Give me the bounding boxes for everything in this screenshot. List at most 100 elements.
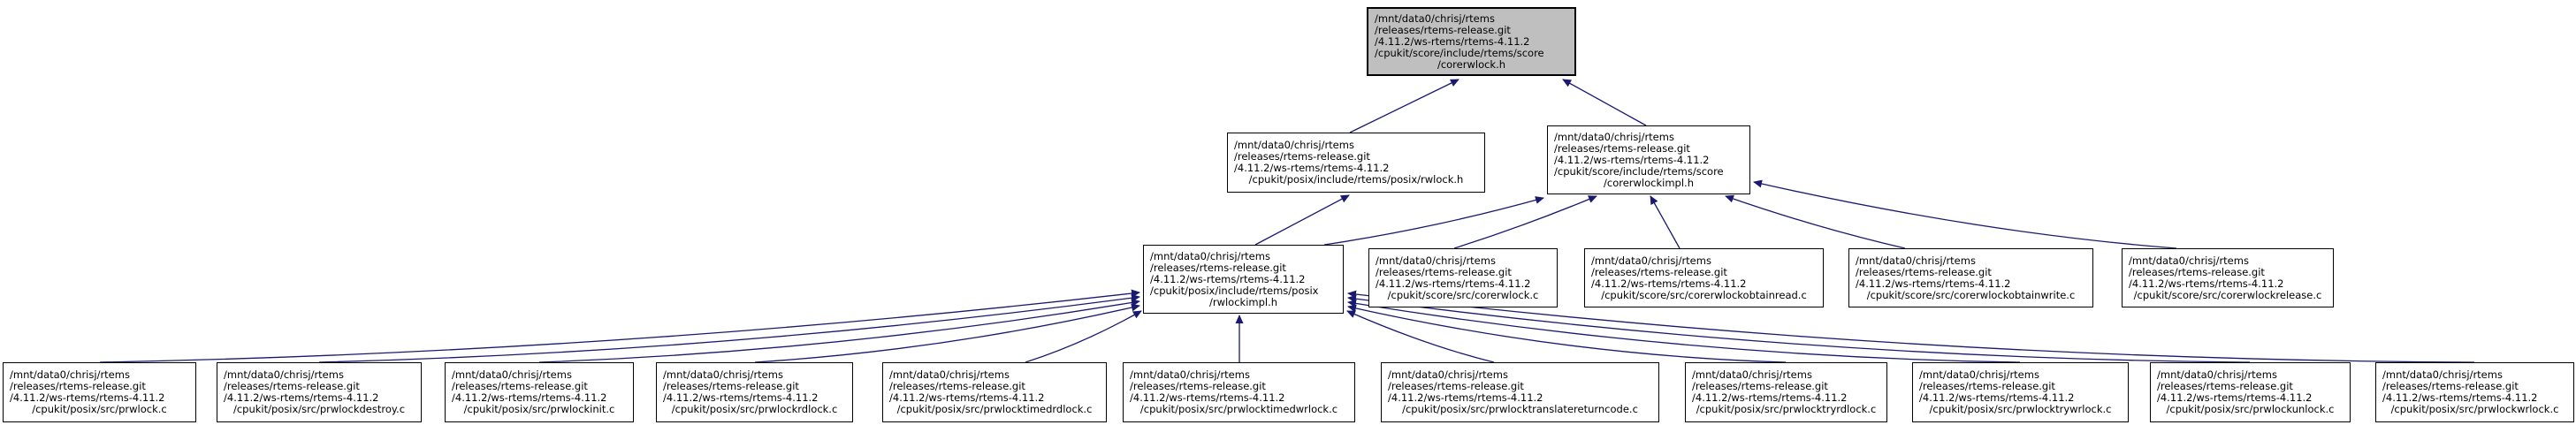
node-path-line: /mnt/data0/chrisj/rtems [1856,254,1976,267]
dependency-arrow-prwlocktryrdlock_c-to-rwlockimpl_h [1347,304,1787,363]
node-path-line: /corerwlockimpl.h [1604,176,1694,189]
node-path-line: /mnt/data0/chrisj/rtems [1591,254,1711,267]
node-path-line: /mnt/data0/chrisj/rtems [2157,368,2277,381]
node-path-line: /releases/rtems-release.git [1856,265,1992,278]
graph-node-corerwlockimpl_h[interactable]: /mnt/data0/chrisj/rtems/releases/rtems-r… [1547,125,1750,194]
node-path-line: /4.11.2/ws-rtems/rtems-4.11.2 [224,391,379,404]
node-path-line: /4.11.2/ws-rtems/rtems-4.11.2 [1856,277,2011,290]
graph-node-corerwlockobtainread_c[interactable]: /mnt/data0/chrisj/rtems/releases/rtems-r… [1584,248,1824,307]
node-path-line: /4.11.2/ws-rtems/rtems-4.11.2 [1388,391,1543,404]
graph-node-prwlockrdlock_c[interactable]: /mnt/data0/chrisj/rtems/releases/rtems-r… [656,362,853,422]
graph-node-corerwlock_c[interactable]: /mnt/data0/chrisj/rtems/releases/rtems-r… [1368,248,1558,307]
node-path-line: /mnt/data0/chrisj/rtems [452,368,572,381]
node-path-line: /cpukit/posix/src/prwlock.c [32,403,167,415]
node-path-line: /4.11.2/ws-rtems/rtems-4.11.2 [1591,277,1747,290]
node-path-line: /mnt/data0/chrisj/rtems [1234,139,1354,151]
node-path-line: /releases/rtems-release.git [10,380,146,392]
dependency-arrow-prwlocktrywrlock_c-to-rwlockimpl_h [1347,300,2021,363]
node-path-line: /cpukit/posix/src/prwlocktimedrdlock.c [896,403,1093,415]
node-path-line: /releases/rtems-release.git [1919,380,2055,392]
node-path-line: /mnt/data0/chrisj/rtems [663,368,783,381]
dependency-arrow-corerwlockimpl_h-to-corerwlock_h [1562,79,1647,126]
node-path-line: /cpukit/score/src/corerwlockobtainread.c [1601,288,1807,301]
node-path-line: /releases/rtems-release.git [2382,380,2519,392]
node-path-line: /rwlockimpl.h [1208,295,1278,308]
graph-node-prwlockdestroy_c[interactable]: /mnt/data0/chrisj/rtems/releases/rtems-r… [217,362,422,422]
node-path-line: /4.11.2/ws-rtems/rtems-4.11.2 [10,391,165,404]
node-path-line: /cpukit/posix/src/prwlockdestroy.c [232,403,406,415]
node-path-line: /releases/rtems-release.git [2129,265,2265,278]
node-path-line: /cpukit/score/src/corerwlock.c [1387,288,1539,301]
node-path-line: /4.11.2/ws-rtems/rtems-4.11.2 [1130,391,1285,404]
node-path-line: /4.11.2/ws-rtems/rtems-4.11.2 [452,391,607,404]
graph-node-corerwlockobtainwrite_c[interactable]: /mnt/data0/chrisj/rtems/releases/rtems-r… [1848,248,2093,307]
dependency-arrow-corerwlock_c-to-corerwlockimpl_h [1453,195,1597,249]
node-path-line: /cpukit/score/include/rtems/score [1554,164,1724,178]
graph-node-prwlockunlock_c[interactable]: /mnt/data0/chrisj/rtems/releases/rtems-r… [2150,362,2351,422]
node-path-line: /cpukit/posix/src/prwlocktryrdlock.c [1696,403,1877,415]
node-path-line: /cpukit/posix/include/rtems/posix [1150,284,1319,297]
node-path-line: /mnt/data0/chrisj/rtems [10,368,130,381]
graph-node-prwlockinit_c[interactable]: /mnt/data0/chrisj/rtems/releases/rtems-r… [445,362,634,422]
node-path-line: /releases/rtems-release.git [1554,141,1690,155]
node-path-line: /4.11.2/ws-rtems/rtems-4.11.2 [2129,277,2284,290]
node-path-line: /mnt/data0/chrisj/rtems [1376,254,1496,267]
node-path-line: /cpukit/posix/src/prwlocktimedwrlock.c [1139,403,1338,415]
node-path-line: /mnt/data0/chrisj/rtems [2129,254,2249,267]
node-path-line: /4.11.2/ws-rtems/rtems-4.11.2 [1150,272,1306,285]
node-path-line: /cpukit/score/include/rtems/score [1375,46,1544,59]
graph-node-rwlock_h[interactable]: /mnt/data0/chrisj/rtems/releases/rtems-r… [1227,133,1485,193]
node-path-line: /corerwlock.h [1437,57,1506,71]
node-path-line: /4.11.2/ws-rtems/rtems-4.11.2 [1376,277,1531,290]
node-path-line: /mnt/data0/chrisj/rtems [224,368,344,381]
node-path-line: /cpukit/posix/src/prwlockrdlock.c [671,403,838,415]
node-path-line: /releases/rtems-release.git [2157,380,2293,392]
graph-node-prwlockwrlock_c[interactable]: /mnt/data0/chrisj/rtems/releases/rtems-r… [2375,362,2574,422]
node-path-line: /4.11.2/ws-rtems/rtems-4.11.2 [1375,34,1530,48]
node-path-line: /cpukit/posix/src/prwlocktranslatereturn… [1402,403,1638,415]
node-path-line: /cpukit/posix/src/prwlockinit.c [463,403,615,415]
node-path-line: /releases/rtems-release.git [889,380,1025,392]
node-path-line: /mnt/data0/chrisj/rtems [1692,368,1812,381]
node-path-line: /releases/rtems-release.git [1375,23,1511,36]
graph-node-prwlock_c[interactable]: /mnt/data0/chrisj/rtems/releases/rtems-r… [3,362,196,422]
node-path-line: /cpukit/posix/include/rtems/posix/rwlock… [1248,173,1464,186]
node-path-line: /4.11.2/ws-rtems/rtems-4.11.2 [889,391,1045,404]
node-path-line: /cpukit/score/src/corerwlockobtainwrite.… [1866,288,2076,301]
node-path-line: /releases/rtems-release.git [1376,265,1512,278]
node-path-line: /cpukit/posix/src/prwlockwrlock.c [2390,403,2559,415]
dependency-arrow-rwlock_h-to-corerwlock_h [1349,79,1459,133]
node-path-line: /mnt/data0/chrisj/rtems [1919,368,2039,381]
node-path-line: /releases/rtems-release.git [1388,380,1524,392]
node-path-line: /4.11.2/ws-rtems/rtems-4.11.2 [1554,153,1710,166]
node-path-line: /mnt/data0/chrisj/rtems [1388,368,1508,381]
graph-node-prwlocktranslatereturncode_c[interactable]: /mnt/data0/chrisj/rtems/releases/rtems-r… [1381,362,1659,422]
dependency-arrow-corerwlockobtainwrite_c-to-corerwlockimpl_h [1725,194,1906,249]
node-path-line: /releases/rtems-release.git [452,380,588,392]
graph-node-corerwlockrelease_c[interactable]: /mnt/data0/chrisj/rtems/releases/rtems-r… [2122,248,2334,307]
dependency-arrow-prwlockinit_c-to-rwlockimpl_h [538,299,1140,363]
dependency-arrow-prwlocktimedrdlock_c-to-rwlockimpl_h [1025,310,1142,363]
node-path-line: /4.11.2/ws-rtems/rtems-4.11.2 [663,391,819,404]
dependency-arrow-prwlockdestroy_c-to-rwlockimpl_h [318,293,1140,363]
graph-node-prwlocktrywrlock_c[interactable]: /mnt/data0/chrisj/rtems/releases/rtems-r… [1912,362,2129,422]
node-path-line: /mnt/data0/chrisj/rtems [1150,249,1270,262]
node-path-line: /4.11.2/ws-rtems/rtems-4.11.2 [2157,391,2313,404]
node-path-line: /mnt/data0/chrisj/rtems [1130,368,1250,381]
node-path-line: /releases/rtems-release.git [1692,380,1828,392]
node-path-line: /4.11.2/ws-rtems/rtems-4.11.2 [2382,391,2538,404]
graph-node-prwlocktryrdlock_c[interactable]: /mnt/data0/chrisj/rtems/releases/rtems-r… [1685,362,1887,422]
graph-node-prwlocktimedwrlock_c[interactable]: /mnt/data0/chrisj/rtems/releases/rtems-r… [1123,362,1355,422]
graph-node-prwlocktimedrdlock_c[interactable]: /mnt/data0/chrisj/rtems/releases/rtems-r… [882,362,1107,422]
node-path-line: /4.11.2/ws-rtems/rtems-4.11.2 [1692,391,1848,404]
node-path-line: /4.11.2/ws-rtems/rtems-4.11.2 [1234,162,1390,174]
graph-node-corerwlock_h[interactable]: /mnt/data0/chrisj/rtems/releases/rtems-r… [1367,7,1576,76]
node-path-line: /mnt/data0/chrisj/rtems [1554,130,1674,143]
dependency-arrow-prwlocktranslatereturncode_c-to-rwlockimpl_h [1346,310,1495,363]
node-path-line: /cpukit/posix/src/prwlockunlock.c [2166,403,2335,415]
node-path-line: /mnt/data0/chrisj/rtems [2382,368,2503,381]
graph-node-rwlockimpl_h[interactable]: /mnt/data0/chrisj/rtems/releases/rtems-r… [1143,245,1344,314]
dependency-arrow-corerwlockrelease_c-to-corerwlockimpl_h [1753,179,2177,249]
